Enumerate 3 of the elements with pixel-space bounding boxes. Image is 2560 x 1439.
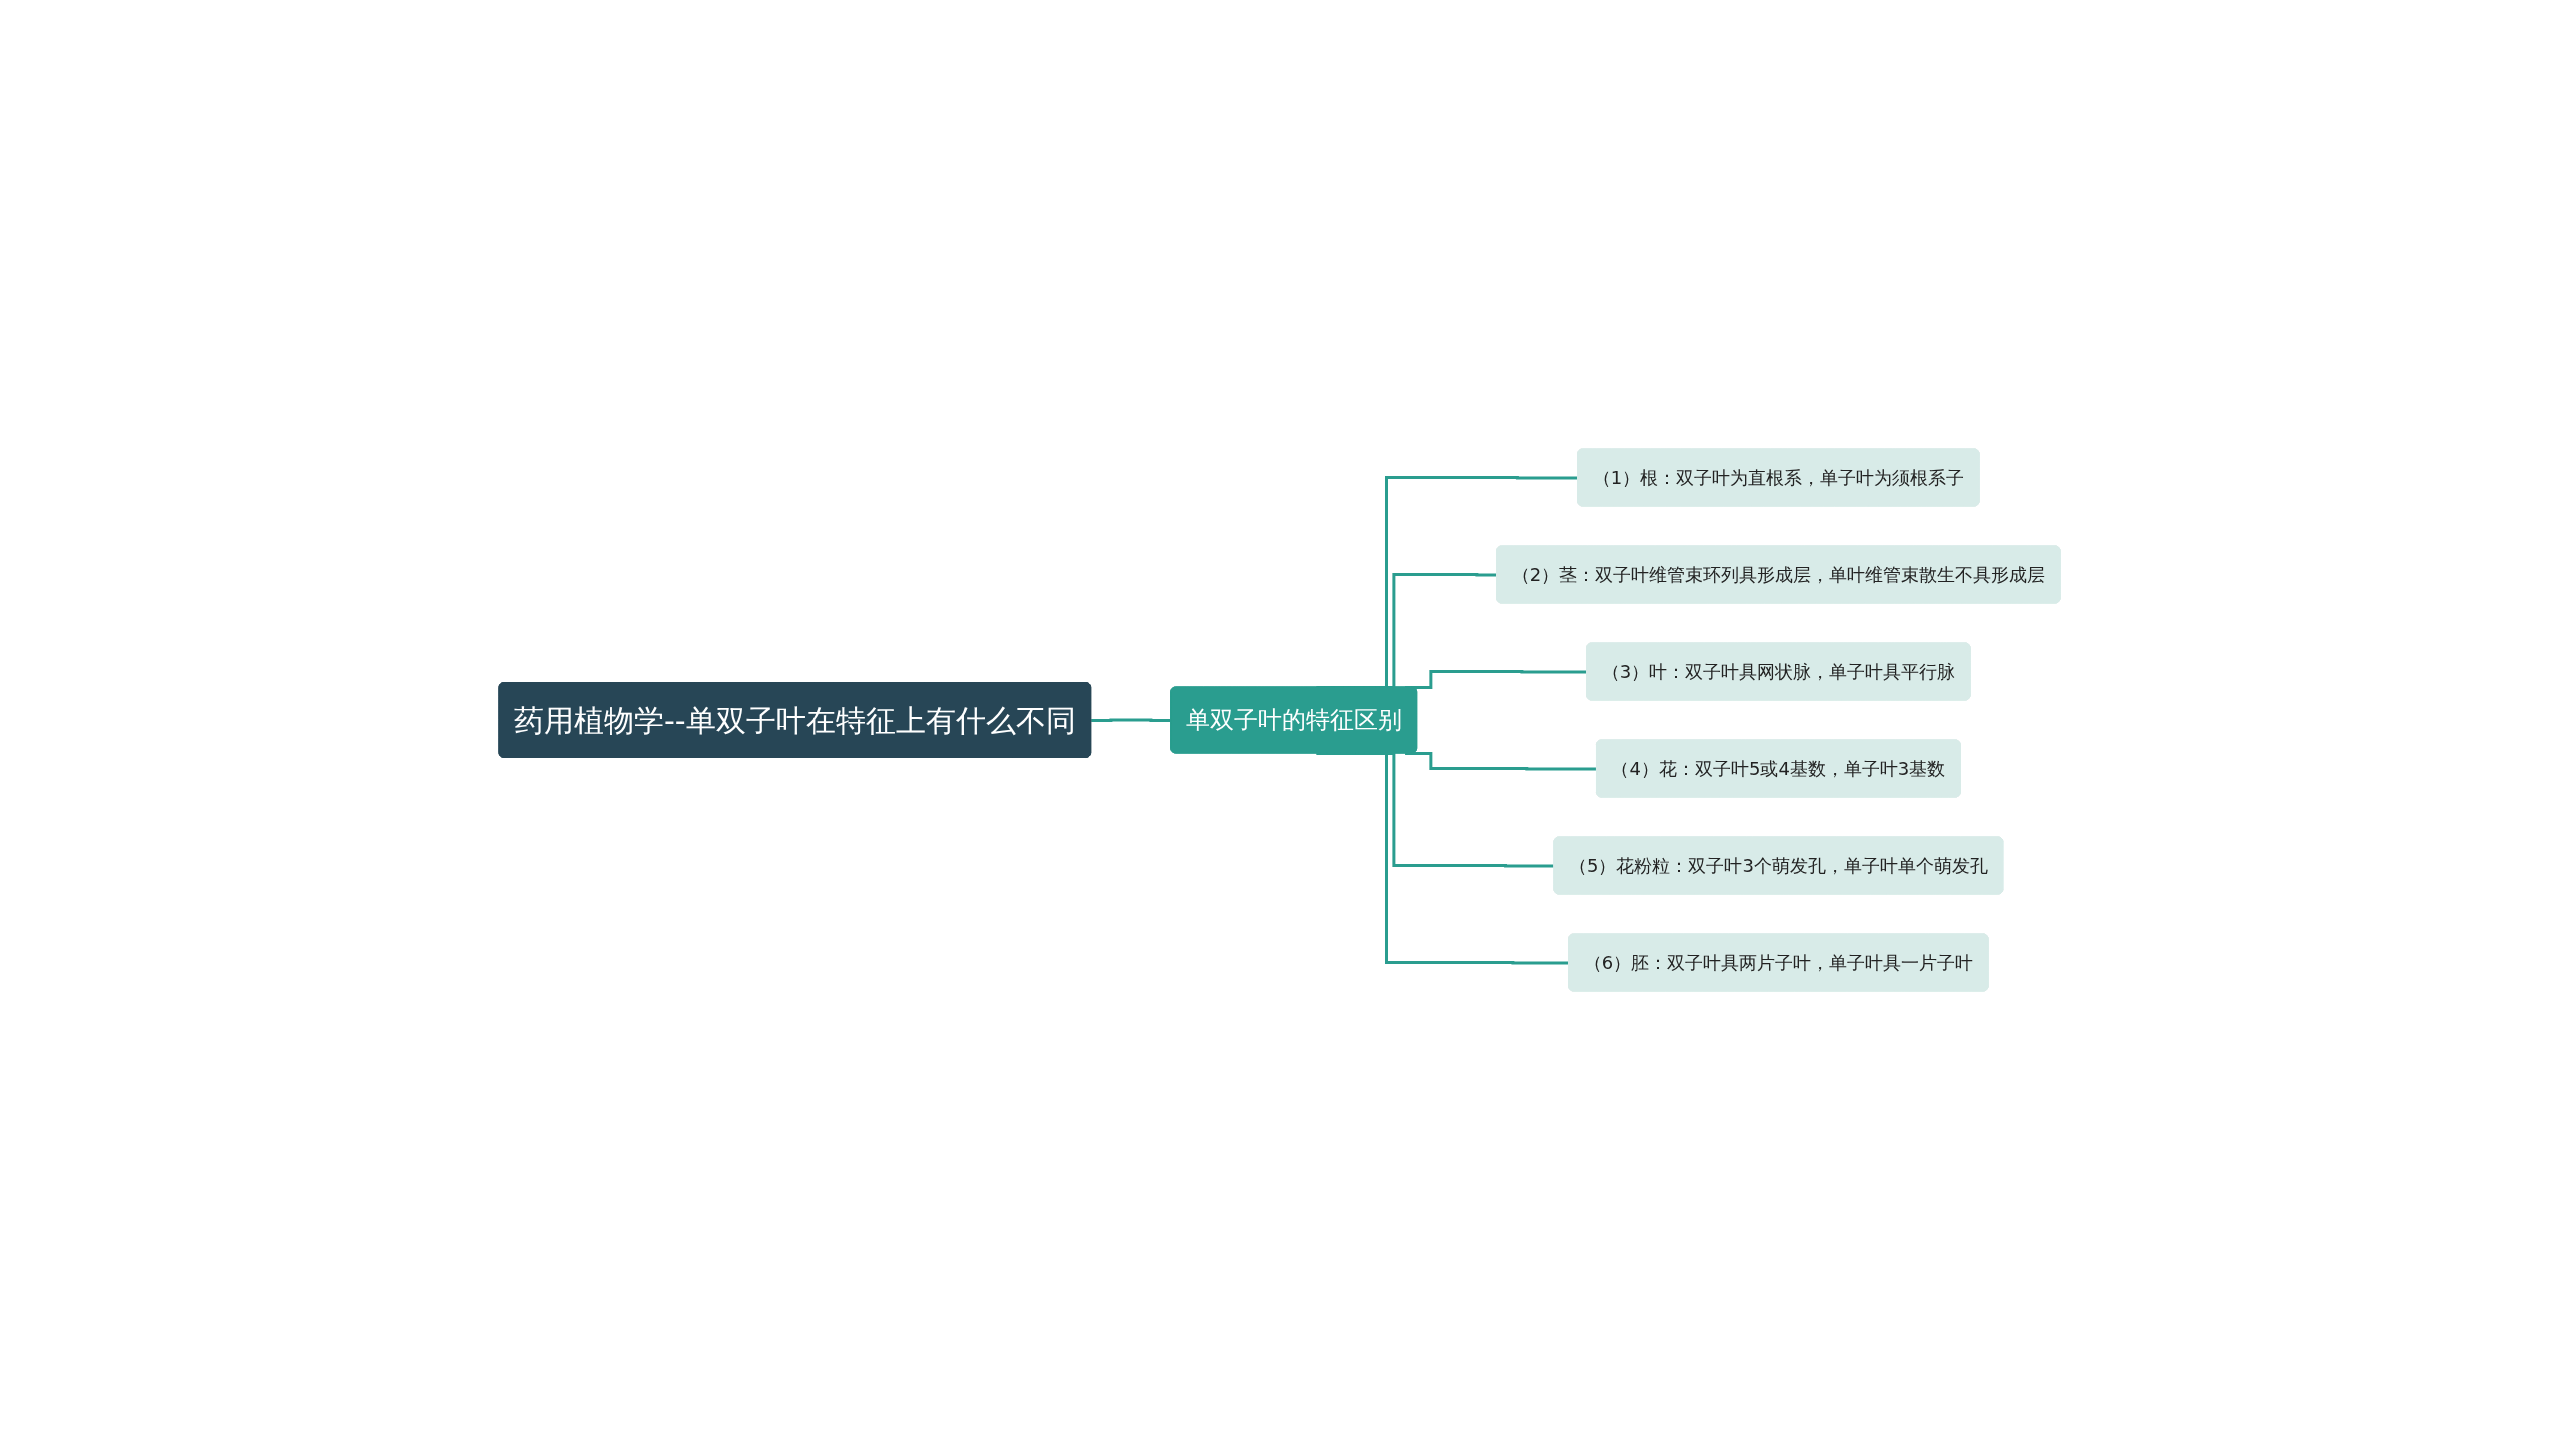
connector	[1091, 718, 1172, 722]
connector	[1316, 751, 1570, 964]
connector	[1405, 751, 1598, 770]
